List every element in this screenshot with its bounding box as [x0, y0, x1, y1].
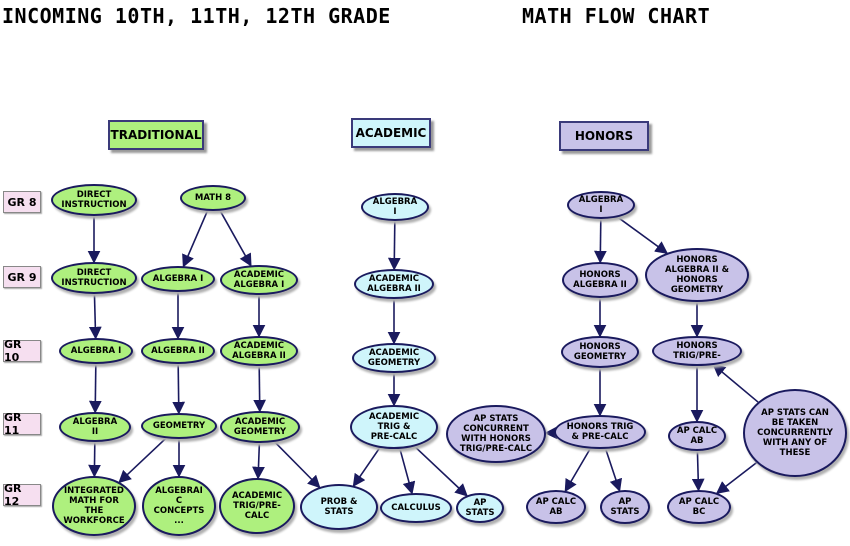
grade-8-label: GR 8 — [3, 191, 41, 213]
node-algebra-1-gr10: ALGEBRA I — [59, 338, 133, 364]
arrow-t_acgeom_11-to-a_probstats — [274, 441, 321, 489]
node-math-8: MATH 8 — [180, 185, 246, 211]
arrow-a_trig_11-to-a_calculus — [399, 448, 416, 495]
arrow-h_calcab_11-to-h_calcbc_12 — [691, 450, 705, 492]
node-ap-stats-academic: AP STATS — [456, 493, 504, 523]
node-ap-calc-ab-gr11: AP CALC AB — [668, 421, 726, 451]
grade-9-label: GR 9 — [3, 266, 41, 288]
node-prob-stats: PROB & STATS — [300, 484, 378, 530]
node-academic-algebra-2-gr9: ACADEMIC ALGEBRA II — [354, 269, 434, 299]
node-academic-trig-precalc-gr11: ACADEMIC TRIG & PRE-CALC — [350, 405, 438, 449]
node-honors-trig-precalc-gr11: HONORS TRIG & PRE-CALC — [554, 415, 646, 449]
arrow-t_geom_11-to-t_integrated — [118, 437, 167, 484]
header-academic: ACADEMIC — [351, 118, 431, 148]
node-direct-instruction-gr8: DIRECT INSTRUCTION — [51, 184, 137, 216]
node-ap-calc-bc-gr12: AP CALC BC — [667, 490, 731, 524]
arrow-h_apstats_note-to-h_trig_10 — [712, 363, 759, 403]
header-honors: HONORS — [559, 121, 649, 151]
node-academic-trig-precalc-gr12: ACADEMIC TRIG/PRE- CALC — [219, 478, 295, 534]
node-algebra-1-gr9: ALGEBRA I — [141, 266, 215, 292]
arrow-a_alg1_8-to-a_alg2_9 — [387, 220, 401, 271]
node-ap-stats-honors-gr12: AP STATS — [600, 490, 650, 524]
arrow-t_alg2_10-to-t_geom_11 — [172, 363, 186, 415]
node-integrated-math-workforce: INTEGRATED MATH FOR THE WORKFORCE — [52, 476, 136, 536]
node-academic-geometry-gr10: ACADEMIC GEOMETRY — [352, 343, 436, 373]
node-algebra-2-gr11: ALGEBRA II — [59, 412, 131, 442]
page-title: INCOMING 10TH, 11TH, 12TH GRADE — [2, 4, 391, 28]
node-geometry-gr11: GEOMETRY — [141, 413, 217, 439]
chart-title: MATH FLOW CHART — [522, 4, 711, 28]
arrow-a_trig_11-to-a_probstats — [352, 447, 381, 488]
note-ap-stats-concurrently: AP STATS CAN BE TAKEN CONCURRENTLY WITH … — [743, 389, 847, 477]
arrow-t_acgeom_11-to-t_trigprecalc — [252, 442, 265, 480]
arrow-t_acalg2_10-to-t_acgeom_11 — [253, 365, 267, 413]
node-honors-algebra-2-and-geometry-gr9: HONORS ALGEBRA II & HONORS GEOMETRY — [645, 248, 749, 302]
node-academic-algebra-1-gr8: ALGEBRA I — [361, 193, 429, 221]
node-ap-calc-ab-gr12: AP CALC AB — [526, 490, 586, 524]
node-honors-trig-precalc-gr10: HONORS TRIG/PRE- — [652, 336, 742, 366]
node-academic-algebra-1-gr9: ACADEMIC ALGEBRA I — [220, 265, 298, 295]
arrow-h_trig_11-to-h_calcab_12 — [564, 448, 591, 493]
arrow-t_direct9-to-t_alg1_10 — [88, 293, 102, 340]
node-honors-algebra-1-gr8: ALGEBRA I — [567, 191, 635, 219]
arrow-t_math8-to-t_acalg1_9 — [219, 210, 252, 267]
grade-11-label: GR 11 — [3, 411, 41, 437]
grade-10-label: GR 10 — [3, 338, 41, 364]
node-direct-instruction-gr9: DIRECT INSTRUCTION — [51, 262, 137, 294]
node-honors-geometry-gr10: HONORS GEOMETRY — [561, 336, 639, 368]
grade-12-label: GR 12 — [3, 482, 41, 508]
arrow-t_math8-to-t_alg1_9 — [182, 210, 209, 268]
header-traditional: TRADITIONAL — [108, 120, 204, 150]
node-honors-algebra-2-gr9: HONORS ALGEBRA II — [562, 262, 638, 298]
node-algebra-2-gr10: ALGEBRA II — [141, 338, 215, 364]
arrow-t_alg1_10-to-t_alg2_11 — [88, 363, 102, 414]
node-algebraic-concepts: ALGEBRAI C CONCEPTS ... — [142, 476, 216, 536]
arrow-h_trig_11-to-h_apstats_12 — [604, 448, 623, 492]
node-academic-geometry-gr11: ACADEMIC GEOMETRY — [220, 411, 300, 443]
node-calculus: CALCULUS — [380, 493, 452, 523]
arrow-h_alg1_8-to-h_alg2_9 — [593, 218, 607, 264]
arrow-h_alg1_8-to-h_alg2geom_9 — [617, 216, 669, 254]
arrow-h_apstats_note-to-h_calcbc_12 — [715, 461, 758, 494]
node-ap-stats-concurrent: AP STATS CONCURRENT WITH HONORS TRIG/PRE… — [446, 405, 546, 463]
node-academic-algebra-2-gr10: ACADEMIC ALGEBRA II — [220, 336, 298, 366]
